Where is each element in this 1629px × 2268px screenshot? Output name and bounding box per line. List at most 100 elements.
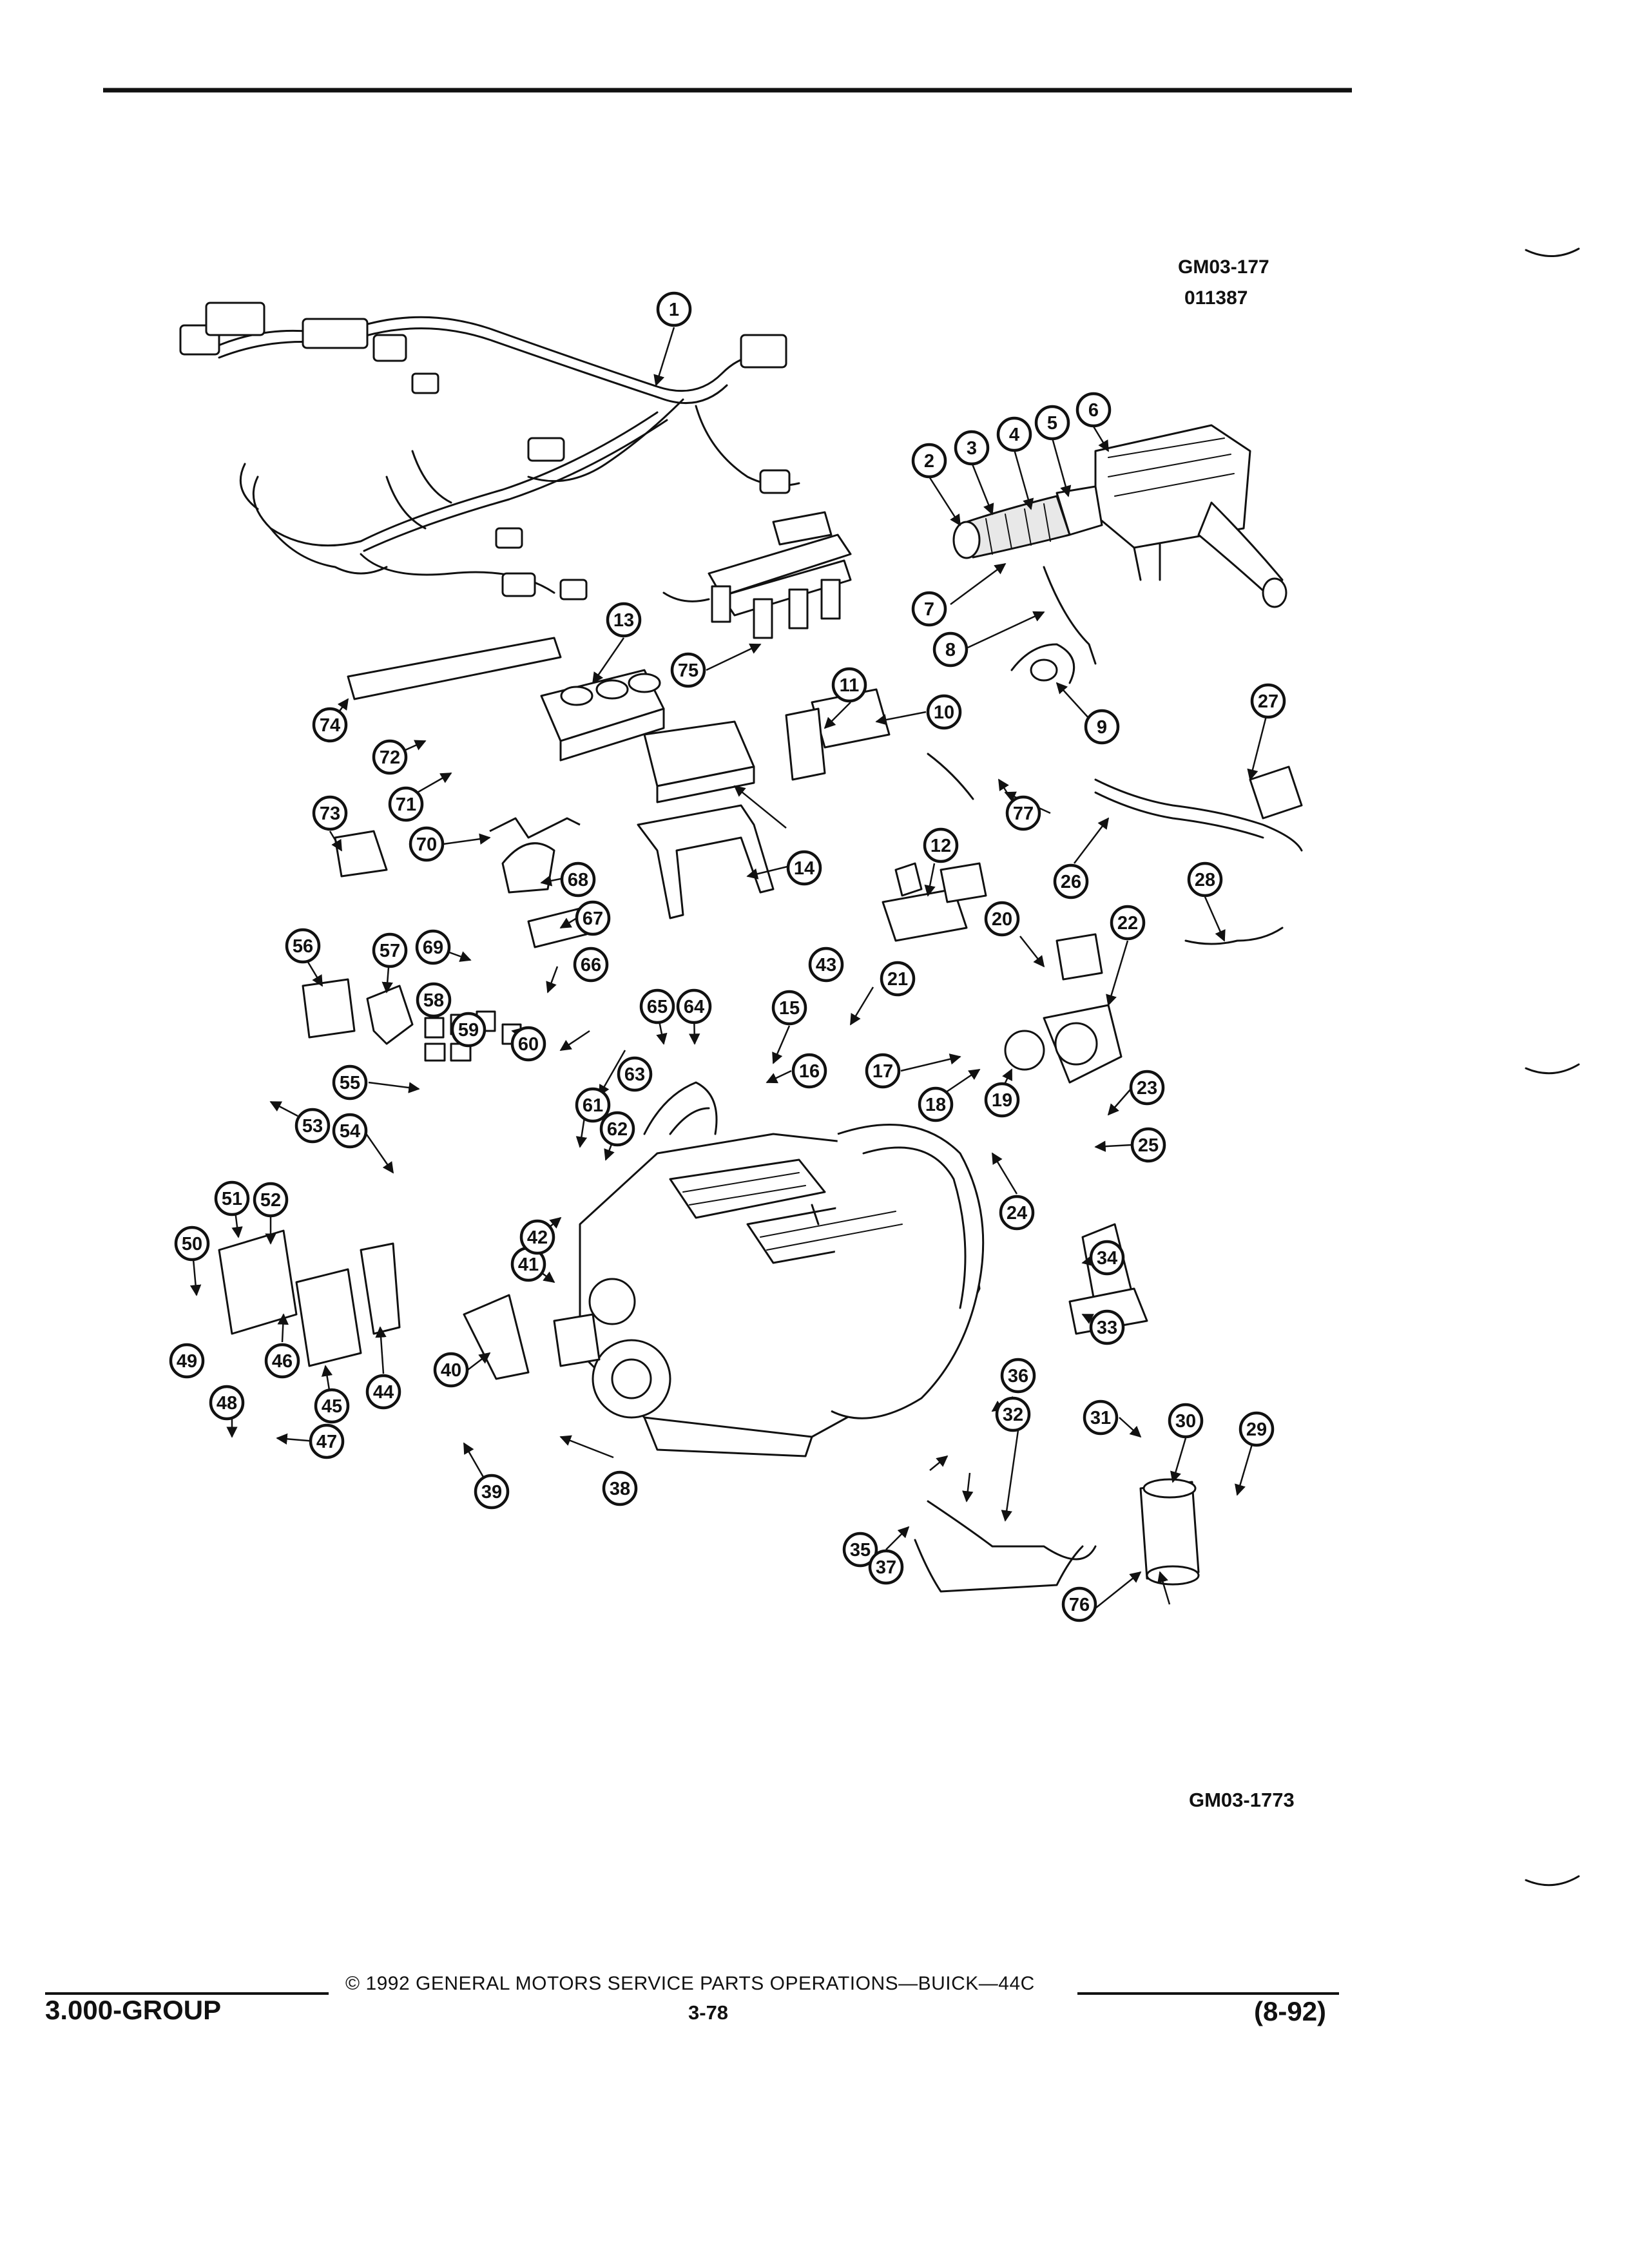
callout-circle bbox=[409, 826, 445, 862]
callout-number: 57 bbox=[380, 941, 400, 961]
callout-number: 39 bbox=[481, 1482, 502, 1503]
footer-rule-right bbox=[1077, 1992, 1339, 1995]
callout-12: 12 bbox=[923, 827, 959, 863]
callout-number: 15 bbox=[779, 998, 800, 1019]
footer-rule-left bbox=[45, 1992, 329, 1995]
callout-circle bbox=[285, 928, 321, 964]
callout-number: 74 bbox=[320, 715, 340, 736]
callout-number: 65 bbox=[647, 997, 668, 1017]
callout-circle bbox=[880, 961, 916, 997]
callout-circle bbox=[264, 1343, 300, 1379]
callout-60: 60 bbox=[510, 1026, 546, 1062]
callout-6: 6 bbox=[1075, 392, 1112, 428]
callout-circle bbox=[995, 1396, 1031, 1432]
callout-circle bbox=[332, 1113, 368, 1149]
callout-64: 64 bbox=[676, 988, 712, 1024]
callout-45: 45 bbox=[314, 1388, 350, 1424]
callout-43: 43 bbox=[808, 947, 844, 983]
callout-circle bbox=[786, 850, 822, 886]
callout-circle bbox=[1000, 1358, 1036, 1394]
callout-number: 20 bbox=[992, 909, 1012, 930]
callout-number: 17 bbox=[872, 1061, 893, 1082]
callout-circle bbox=[602, 1470, 638, 1506]
footer-copyright: © 1992 GENERAL MOTORS SERVICE PARTS OPER… bbox=[345, 1973, 1035, 1994]
drawing-code: GM03-177 bbox=[1178, 256, 1269, 278]
callout-number: 52 bbox=[260, 1190, 281, 1211]
air-cleaner-assembly bbox=[952, 424, 1287, 608]
callout-number: 11 bbox=[840, 675, 860, 696]
callout-49: 49 bbox=[169, 1343, 205, 1379]
callout-number: 62 bbox=[607, 1119, 628, 1140]
callout-number: 30 bbox=[1175, 1411, 1196, 1432]
callout-circle bbox=[808, 947, 844, 983]
callout-71: 71 bbox=[388, 786, 424, 822]
callout-circle bbox=[474, 1474, 510, 1510]
callout-number: 47 bbox=[316, 1432, 337, 1452]
callout-circle bbox=[1089, 1309, 1125, 1345]
callout-number: 66 bbox=[581, 955, 601, 975]
callout-number: 53 bbox=[302, 1116, 323, 1137]
callout-number: 32 bbox=[1003, 1405, 1023, 1425]
callout-56: 56 bbox=[285, 928, 321, 964]
callout-24: 24 bbox=[999, 1195, 1035, 1231]
callout-number: 42 bbox=[527, 1227, 548, 1248]
callout-circle bbox=[996, 416, 1032, 452]
callout-number: 24 bbox=[1007, 1203, 1027, 1224]
callout-20: 20 bbox=[984, 901, 1020, 937]
callout-circle bbox=[294, 1108, 331, 1144]
callout-number: 9 bbox=[1097, 717, 1107, 738]
callout-8: 8 bbox=[932, 631, 969, 668]
callout-number: 29 bbox=[1246, 1419, 1267, 1440]
callout-70: 70 bbox=[409, 826, 445, 862]
callout-number: 25 bbox=[1138, 1135, 1159, 1156]
callout-number: 49 bbox=[177, 1351, 197, 1372]
callout-55: 55 bbox=[332, 1064, 368, 1100]
callout-74: 74 bbox=[312, 707, 348, 743]
callout-35: 35 bbox=[842, 1532, 878, 1568]
callout-circle bbox=[918, 1086, 954, 1122]
callout-63: 63 bbox=[617, 1056, 653, 1092]
callout-10: 10 bbox=[926, 694, 962, 730]
callout-circle bbox=[1129, 1070, 1165, 1106]
callout-51: 51 bbox=[214, 1180, 250, 1216]
callout-circle bbox=[670, 652, 706, 688]
callout-number: 35 bbox=[850, 1540, 871, 1561]
callout-circle bbox=[865, 1053, 901, 1089]
callout-59: 59 bbox=[450, 1012, 487, 1048]
callout-circle bbox=[169, 1343, 205, 1379]
plenum-cover bbox=[347, 637, 562, 700]
callout-number: 46 bbox=[272, 1351, 293, 1372]
callout-number: 2 bbox=[924, 451, 934, 472]
callout-number: 8 bbox=[945, 640, 956, 660]
callout-circle bbox=[1168, 1403, 1204, 1439]
callout-circle bbox=[519, 1219, 555, 1255]
callout-26: 26 bbox=[1053, 863, 1089, 899]
callout-number: 27 bbox=[1258, 691, 1278, 712]
figure-code: GM03-1773 bbox=[1189, 1789, 1295, 1811]
callout-number: 37 bbox=[876, 1557, 896, 1578]
callout-number: 34 bbox=[1097, 1248, 1117, 1269]
callout-number: 7 bbox=[924, 599, 934, 620]
callout-2: 2 bbox=[911, 443, 947, 479]
callout-circle bbox=[999, 1195, 1035, 1231]
callout-44: 44 bbox=[365, 1374, 401, 1410]
coil-pack-bracket bbox=[637, 720, 775, 919]
callout-32: 32 bbox=[995, 1396, 1031, 1432]
callout-circle bbox=[1083, 1399, 1119, 1436]
callout-37: 37 bbox=[868, 1549, 904, 1585]
callout-number: 10 bbox=[934, 702, 954, 723]
callout-number: 55 bbox=[340, 1073, 360, 1093]
callout-number: 68 bbox=[568, 870, 588, 890]
callout-number: 44 bbox=[373, 1382, 394, 1403]
callout-number: 40 bbox=[441, 1360, 461, 1381]
callout-number: 45 bbox=[322, 1396, 342, 1417]
callout-29: 29 bbox=[1239, 1411, 1275, 1447]
callout-number: 51 bbox=[222, 1189, 242, 1209]
callout-number: 1 bbox=[669, 300, 679, 320]
callout-circle bbox=[573, 947, 609, 983]
callout-number: 12 bbox=[930, 836, 951, 856]
callout-circle bbox=[1250, 683, 1286, 719]
callout-number: 60 bbox=[518, 1034, 539, 1055]
callout-68: 68 bbox=[560, 861, 596, 898]
callout-circle bbox=[984, 901, 1020, 937]
